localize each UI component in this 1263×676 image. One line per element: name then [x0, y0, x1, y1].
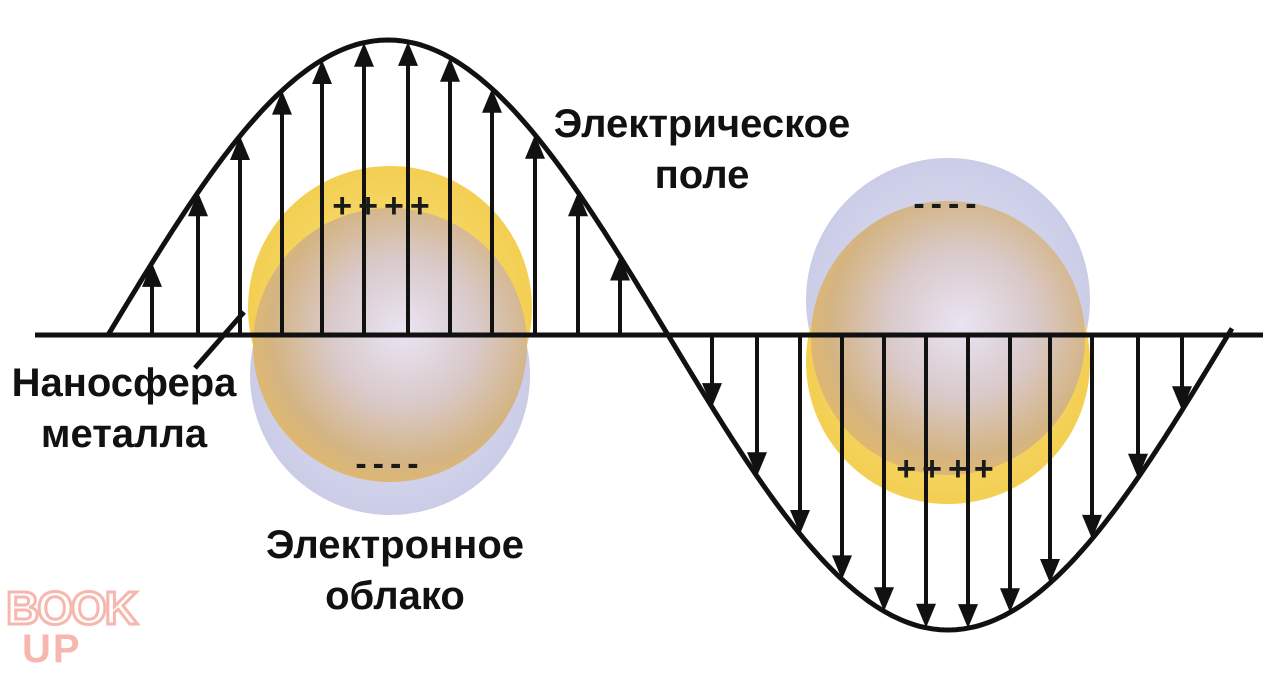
field-arrow-head: [1040, 559, 1060, 583]
field-arrow-head: [916, 603, 936, 628]
electric-field-label-line1: Электрическое: [554, 102, 851, 146]
field-arrow: [874, 335, 894, 612]
field-arrow: [440, 57, 460, 335]
right-sphere-core: [811, 201, 1085, 475]
field-arrow: [832, 335, 852, 580]
field-arrow-head: [440, 57, 460, 82]
field-arrow-head: [1128, 453, 1148, 478]
field-arrow-head: [958, 604, 978, 629]
field-arrow-head: [354, 42, 374, 67]
field-arrow-head: [790, 510, 810, 534]
field-arrow-head: [832, 555, 852, 580]
field-arrow: [1082, 335, 1102, 539]
field-arrow: [1128, 335, 1148, 478]
field-arrow: [1172, 335, 1192, 411]
left-positive-charges: ++++: [332, 187, 435, 225]
field-arrow-head: [482, 88, 502, 113]
field-arrow: [272, 90, 292, 335]
field-arrow-head: [747, 452, 767, 477]
logo-text-bottom: UP: [22, 627, 82, 671]
field-arrow-head: [610, 256, 630, 281]
field-arrow: [790, 335, 810, 534]
field-arrow: [312, 60, 332, 335]
electron-cloud-label-line1: Электронное: [266, 523, 524, 567]
right-negative-charges: ----: [913, 185, 982, 223]
electric-field-label-line2: поле: [655, 153, 750, 197]
left-negative-charges: ----: [355, 445, 424, 483]
field-arrow-head: [272, 90, 292, 115]
nanosphere-label-line1: Наносфера: [12, 361, 238, 405]
field-arrow-head: [398, 41, 418, 66]
field-arrow: [354, 42, 374, 335]
field-arrow: [525, 134, 545, 335]
field-arrow: [230, 136, 250, 335]
field-arrow: [916, 335, 936, 628]
field-arrow: [958, 335, 978, 629]
field-arrow-head: [525, 134, 545, 159]
right-nanosphere: [806, 158, 1090, 504]
field-arrow-head: [312, 60, 332, 84]
field-arrow-head: [188, 192, 208, 217]
field-arrow: [702, 335, 722, 408]
sphere-pointer-line: [193, 310, 246, 370]
field-arrow-head: [142, 262, 162, 287]
field-arrow-head: [1000, 588, 1020, 613]
field-arrow-head: [874, 587, 894, 612]
field-arrow-head: [1082, 514, 1102, 539]
field-arrow: [142, 262, 162, 335]
left-sphere-core: [253, 208, 527, 482]
field-arrow: [747, 335, 767, 477]
field-arrow: [188, 192, 208, 335]
bookup-logo: BOOK UP: [5, 581, 142, 672]
field-arrow: [482, 88, 502, 335]
field-arrow: [568, 192, 588, 335]
field-arrow: [1040, 335, 1060, 583]
field-arrow: [398, 41, 418, 335]
field-arrow-head: [702, 383, 722, 408]
right-positive-charges: ++++: [896, 450, 999, 488]
field-arrows: [142, 41, 1192, 629]
electric-field-wave: [105, 37, 1235, 633]
logo-text-top: BOOK: [6, 582, 138, 634]
field-arrow-head: [568, 192, 588, 217]
field-arrow-head: [230, 136, 250, 160]
field-arrow-head: [1172, 386, 1192, 411]
electron-cloud-label-line2: облако: [325, 574, 465, 618]
field-arrow: [1000, 335, 1020, 613]
field-arrow: [610, 256, 630, 335]
nanosphere-label-line2: металла: [41, 412, 208, 456]
